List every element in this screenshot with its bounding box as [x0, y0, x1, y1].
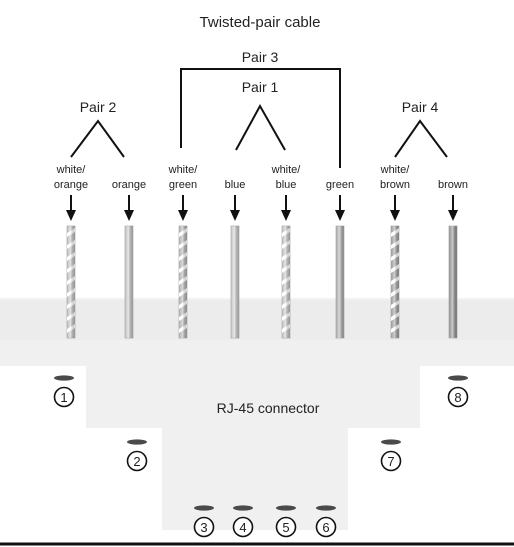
- wire-2-label-line2: orange: [112, 179, 146, 191]
- wire-5: [281, 225, 291, 339]
- connector-top-band: [0, 300, 514, 340]
- pin-number: 1: [60, 390, 67, 405]
- wire-8: [448, 225, 458, 339]
- pin-number: 7: [387, 454, 394, 469]
- wire-7-label-line2: brown: [380, 179, 410, 191]
- pin-number: 2: [133, 454, 140, 469]
- pair2-caret: [70, 119, 125, 158]
- pin-number: 3: [200, 520, 207, 535]
- connector-pins: 1 2 3 4 5 6 7 8: [53, 375, 469, 538]
- arrow-icon: [124, 195, 134, 221]
- pair1-label: Pair 1: [242, 79, 279, 95]
- wire-1: [66, 225, 76, 339]
- pair4-caret: [394, 119, 448, 158]
- connector-label: RJ-45 connector: [217, 400, 320, 416]
- arrow-icon: [335, 195, 345, 221]
- arrow-icon: [448, 195, 458, 221]
- pair4-label: Pair 4: [402, 99, 439, 115]
- wire-4: [230, 225, 240, 339]
- pin-8: 8: [447, 375, 469, 408]
- wire-8-label-line2: brown: [438, 179, 468, 191]
- arrow-icon: [281, 195, 291, 221]
- wire-3-label-line1: white/: [168, 164, 199, 176]
- pair3-bracket: [180, 68, 341, 168]
- pair2-label: Pair 2: [80, 99, 117, 115]
- pin-7: 7: [380, 439, 402, 472]
- wire-6: [335, 225, 345, 339]
- arrow-icon: [178, 195, 188, 221]
- pair1-caret: [235, 103, 286, 151]
- pin-4: 4: [232, 505, 254, 538]
- connector-step-shape: [0, 300, 514, 530]
- pair3-label: Pair 3: [242, 49, 279, 65]
- wire-2: [124, 225, 134, 339]
- arrow-icon: [66, 195, 76, 221]
- wire-3: [178, 225, 188, 339]
- arrow-icon: [230, 195, 240, 221]
- wire-1-label-line1: white/: [56, 164, 87, 176]
- wire-4-label-line2: blue: [225, 179, 246, 191]
- pin-3: 3: [193, 505, 215, 538]
- diagram-title: Twisted-pair cable: [200, 14, 321, 31]
- wire-labels: white/ orange orange white/ green blue w…: [54, 164, 468, 191]
- wire-6-label-line2: green: [326, 179, 354, 191]
- wire-5-label-line2: blue: [276, 179, 297, 191]
- wire-7: [390, 225, 400, 339]
- arrow-icon: [390, 195, 400, 221]
- pin-6: 6: [315, 505, 337, 538]
- pin-number: 4: [239, 520, 246, 535]
- pin-number: 8: [454, 390, 461, 405]
- wire-strands: [66, 225, 458, 339]
- pin-5: 5: [275, 505, 297, 538]
- wire-arrows: [66, 195, 458, 221]
- pin-2: 2: [126, 439, 148, 472]
- pin-number: 5: [282, 520, 289, 535]
- pin-number: 6: [322, 520, 329, 535]
- pin-1: 1: [53, 375, 75, 408]
- wire-1-label-line2: orange: [54, 179, 88, 191]
- wire-5-label-line1: white/: [271, 164, 302, 176]
- wire-7-label-line1: white/: [380, 164, 411, 176]
- wire-3-label-line2: green: [169, 179, 197, 191]
